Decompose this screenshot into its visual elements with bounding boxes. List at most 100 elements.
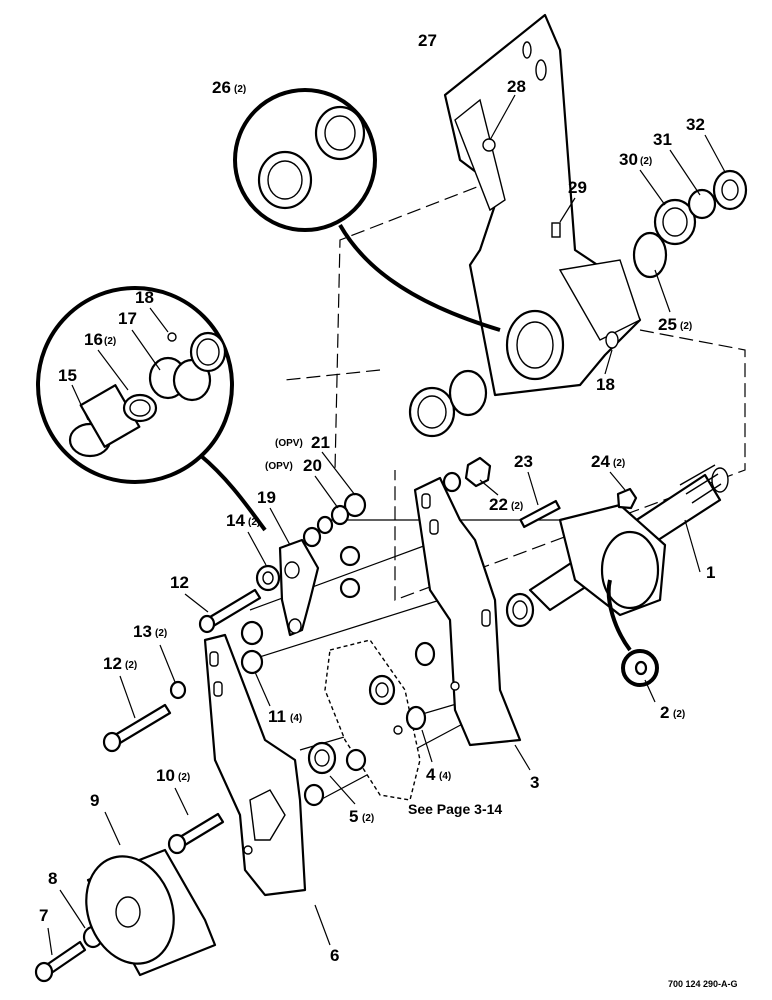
callout-4-qty: (4) xyxy=(439,771,451,782)
callout-13: 13 xyxy=(133,622,152,641)
leader-32 xyxy=(704,134,726,173)
callout-30: 30 xyxy=(619,150,638,169)
part-9-weight xyxy=(85,848,217,977)
leader-16 xyxy=(97,349,129,391)
bushing-set xyxy=(240,564,436,807)
callout-12b-qty: (2) xyxy=(125,660,137,671)
callout-11: 11 xyxy=(268,707,286,726)
callout-12b: 12 xyxy=(103,654,122,673)
leader-9 xyxy=(104,811,121,846)
upper-bearing-stack xyxy=(632,169,748,279)
callout-21: 21 xyxy=(311,433,330,452)
callout-14: 14 xyxy=(226,511,245,530)
leader-31 xyxy=(669,149,701,196)
callout-14-qty: (2) xyxy=(248,517,260,528)
leader-5 xyxy=(329,775,356,805)
callout-30-qty: (2) xyxy=(640,156,652,167)
callout-1: 1 xyxy=(706,563,715,582)
callout-24: 24 xyxy=(591,452,610,471)
leader-15 xyxy=(71,384,89,421)
leader-22 xyxy=(479,479,499,496)
leader-8 xyxy=(59,889,86,929)
callout-22: 22 xyxy=(489,495,508,514)
callout-18-detail: 18 xyxy=(135,288,154,307)
callout-20: 20 xyxy=(303,456,322,475)
seal-detail-circle xyxy=(233,88,501,332)
leader-13 xyxy=(159,644,176,683)
callout-21-prefix: (OPV) xyxy=(275,438,303,449)
part-27-bracket xyxy=(443,13,642,397)
leader-25 xyxy=(654,269,671,313)
leader-28 xyxy=(489,94,516,141)
bushing-detail-circle xyxy=(36,286,267,532)
leader-10 xyxy=(174,787,189,816)
washer-stack xyxy=(302,456,492,599)
leader-4 xyxy=(421,729,433,763)
callout-12: 12 xyxy=(170,573,189,592)
callout-17: 17 xyxy=(118,309,137,328)
callout-25-qty: (2) xyxy=(680,321,692,332)
leader-23 xyxy=(527,471,539,506)
leader-18 xyxy=(604,349,613,375)
part-1-shaft xyxy=(505,464,729,628)
callout-3: 3 xyxy=(530,773,539,792)
callout-22-qty: (2) xyxy=(511,501,523,512)
leader-19 xyxy=(269,507,291,546)
callout-10-qty: (2) xyxy=(178,772,190,783)
callout-27: 27 xyxy=(418,31,437,50)
callout-2: 2 xyxy=(660,703,669,722)
leader-3 xyxy=(514,744,531,771)
callout-11-qty: (4) xyxy=(290,713,302,724)
leader-12 xyxy=(184,593,209,613)
callout-6: 6 xyxy=(330,946,339,965)
set-screw-detail-circle xyxy=(606,579,659,687)
leader-20 xyxy=(314,475,339,509)
leader-17 xyxy=(131,329,161,371)
callout-2-qty: (2) xyxy=(673,709,685,720)
callout-31: 31 xyxy=(653,130,672,149)
callout-29: 29 xyxy=(568,178,587,197)
leader-21 xyxy=(321,451,356,496)
leader-7 xyxy=(47,927,53,956)
drawing-code: 700 124 290-A-G xyxy=(668,979,738,989)
callout-8: 8 xyxy=(48,869,57,888)
callout-20-prefix: (OPV) xyxy=(265,461,293,472)
callout-18: 18 xyxy=(596,375,615,394)
sprocket-housing-reference xyxy=(324,639,421,801)
leader-11 xyxy=(254,671,271,707)
part-19-link xyxy=(278,538,320,637)
callout-7: 7 xyxy=(39,906,48,925)
callout-labels: 27 28 26 (2) 32 31 30 (2) 29 25 (2) 18 1… xyxy=(39,31,738,989)
callout-15: 15 xyxy=(58,366,77,385)
callout-9: 9 xyxy=(90,791,99,810)
leader-12b xyxy=(119,675,136,719)
part-6-plate xyxy=(203,633,307,897)
callout-4: 4 xyxy=(426,765,436,784)
callout-19: 19 xyxy=(257,488,276,507)
callout-5: 5 xyxy=(349,807,358,826)
callout-16: 16 xyxy=(84,330,103,349)
callout-13-qty: (2) xyxy=(155,628,167,639)
callout-10: 10 xyxy=(156,766,175,785)
callout-26: 26 xyxy=(212,78,231,97)
bolts xyxy=(34,588,262,983)
leader-2 xyxy=(644,679,656,703)
callout-5-qty: (2) xyxy=(362,813,374,824)
callout-32: 32 xyxy=(686,115,705,134)
leader-30 xyxy=(639,169,666,206)
callout-16-qty: (2) xyxy=(104,336,116,347)
leader-1 xyxy=(684,519,701,573)
callout-28: 28 xyxy=(507,77,526,96)
lower-bearing-stack xyxy=(408,331,619,438)
leader-24 xyxy=(609,471,626,491)
part-3-plate xyxy=(413,476,522,747)
leader-6 xyxy=(314,904,331,946)
leader-14 xyxy=(247,531,267,566)
callout-25: 25 xyxy=(658,315,677,334)
callout-23: 23 xyxy=(514,452,533,471)
leader-18a xyxy=(149,307,169,333)
see-page-note: See Page 3-14 xyxy=(408,801,502,817)
callout-24-qty: (2) xyxy=(613,458,625,469)
leader-29 xyxy=(559,197,576,223)
